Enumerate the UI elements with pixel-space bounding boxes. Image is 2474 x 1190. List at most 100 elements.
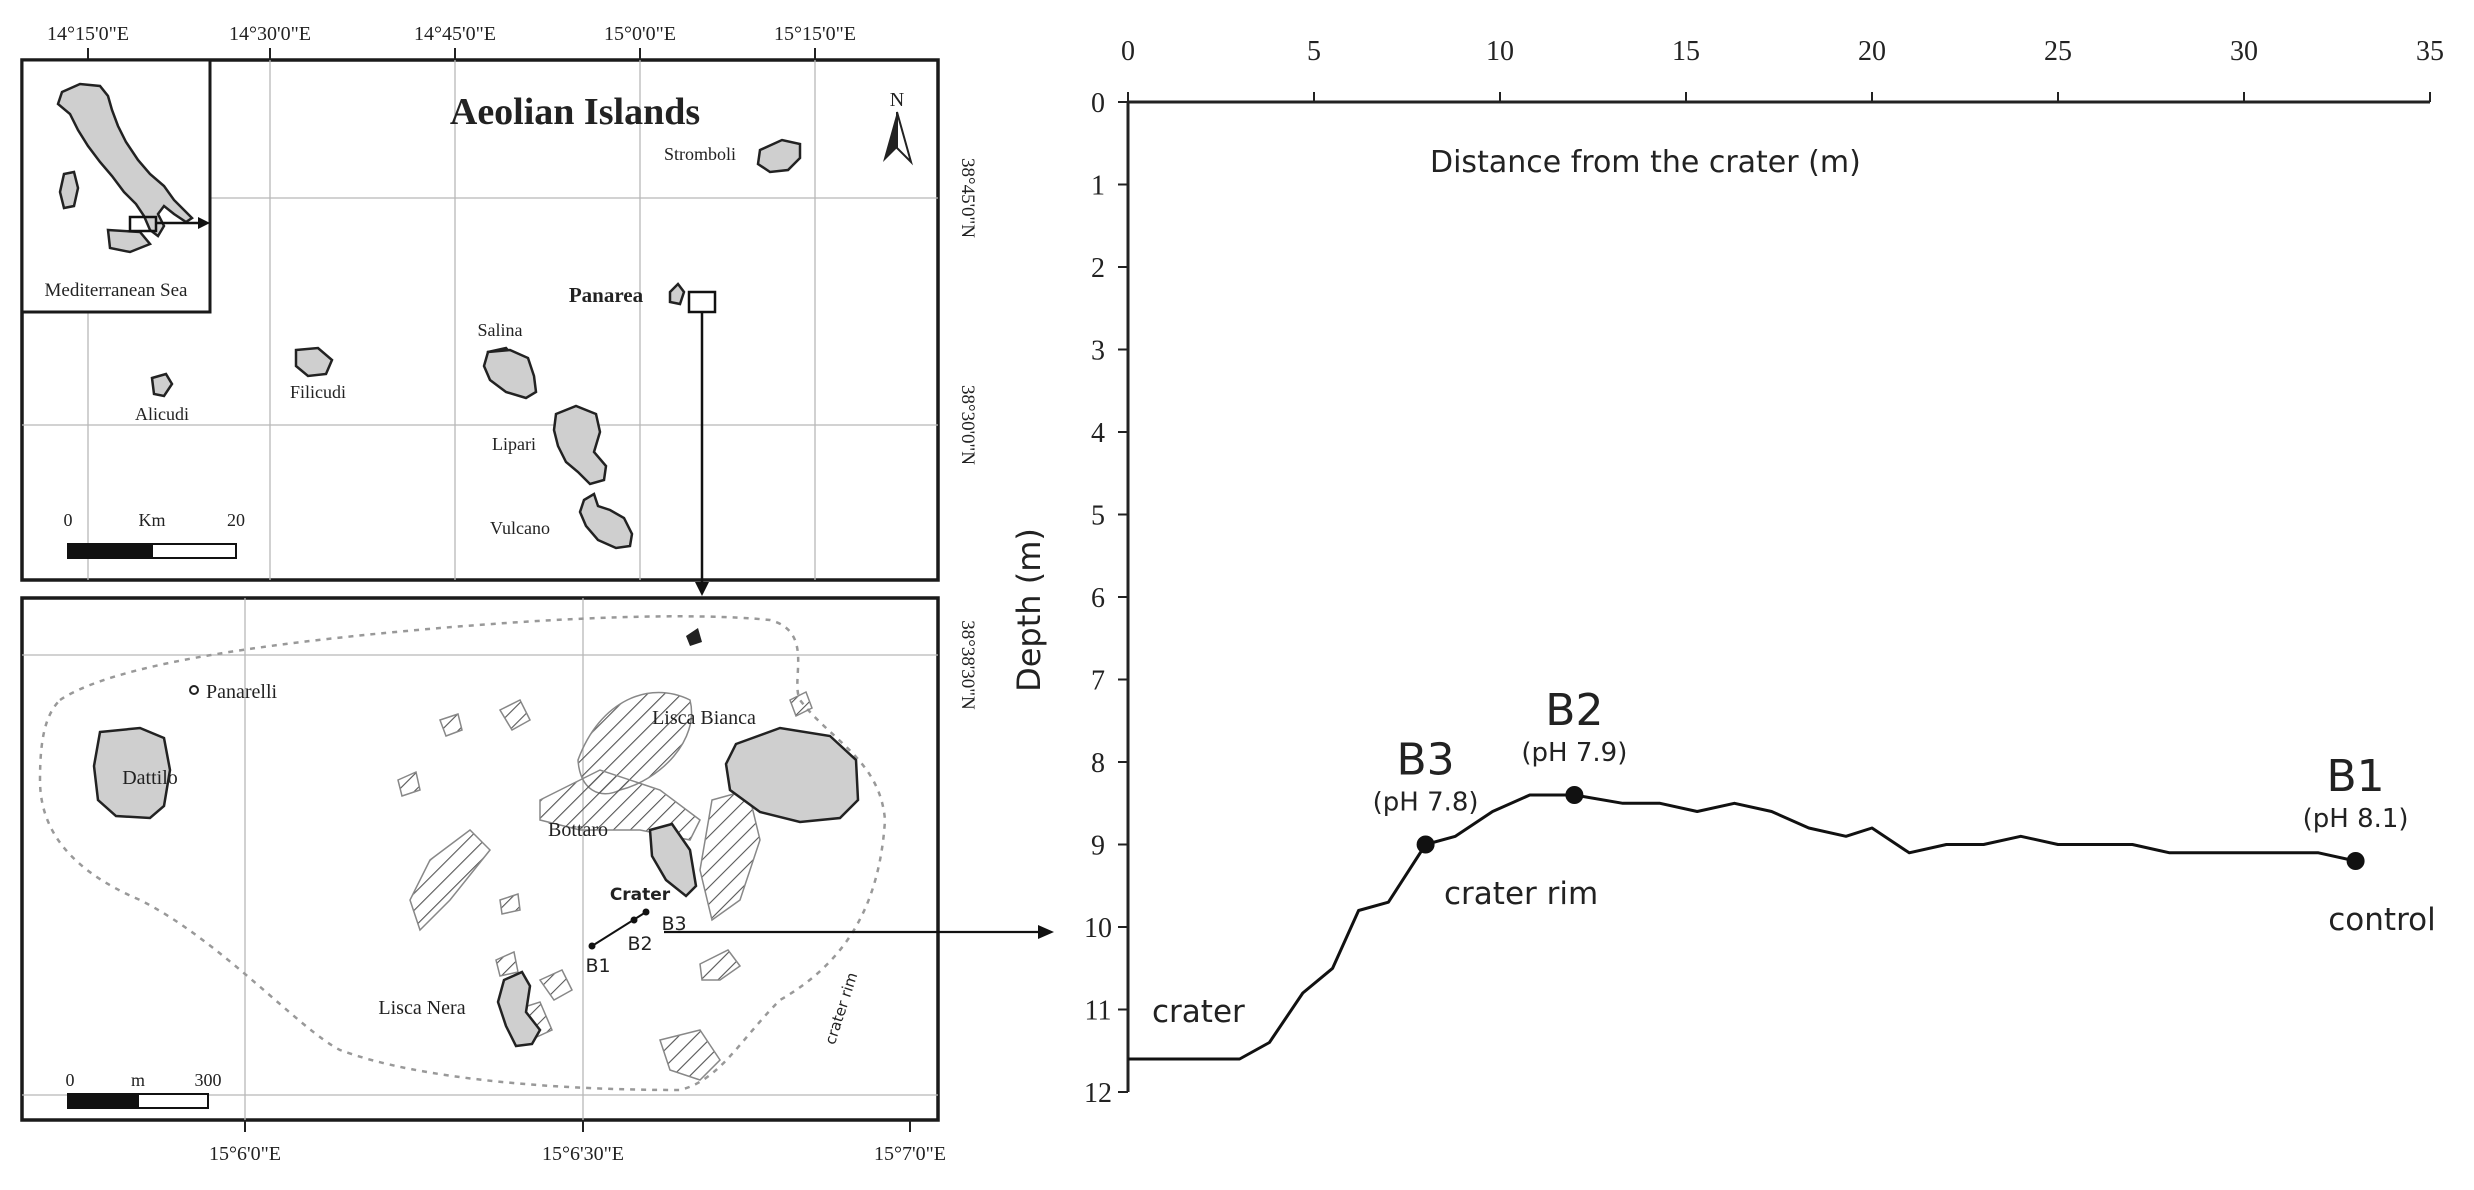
island-filicudi — [294, 346, 334, 378]
lon-label: 15°7'0"E — [874, 1143, 946, 1165]
y-tick-label: 0 — [1091, 88, 1105, 119]
lon-label: 14°30'0"E — [229, 23, 311, 45]
station-name-b2: B2 — [1545, 685, 1603, 736]
station-point-b3 — [1416, 835, 1435, 854]
shoal-area — [499, 892, 521, 915]
x-tick-label: 25 — [2044, 36, 2072, 67]
station-point-b2 — [1565, 786, 1584, 804]
scale-end: 20 — [227, 510, 245, 530]
map-title: Aeolian Islands — [450, 91, 700, 133]
x-axis-label: Distance from the crater (m) — [1430, 145, 1861, 180]
station-marker-b2 — [630, 916, 638, 924]
italy-inset-frame — [20, 58, 212, 314]
shoal-area — [699, 789, 761, 922]
station-label: B1 — [585, 955, 610, 977]
island-label: Panarea — [569, 283, 644, 307]
y-tick-label: 10 — [1084, 913, 1112, 944]
station-label: B2 — [627, 933, 652, 955]
x-tick-label: 30 — [2230, 36, 2258, 67]
island-lipari — [552, 404, 608, 486]
x-ticks: 0 5 10 15 20 25 30 35 — [1121, 36, 2444, 102]
scale-bar — [137, 1093, 209, 1109]
y-tick-label: 5 — [1091, 501, 1105, 532]
island-label: Alicudi — [135, 404, 189, 424]
place-label: Lisca Nera — [378, 997, 465, 1019]
annotation-crater-rim: crater rim — [1444, 876, 1598, 912]
depth-profile-line — [1128, 793, 2356, 1061]
lon-label: 15°6'0"E — [209, 1143, 281, 1165]
station-label: B3 — [661, 913, 686, 935]
island-label: Salina — [478, 320, 523, 340]
x-tick-label: 15 — [1672, 36, 1700, 67]
shoal-area — [409, 829, 492, 932]
scale-bar — [151, 543, 237, 559]
y-tick-label: 8 — [1091, 748, 1105, 779]
island-label: Lipari — [492, 434, 536, 454]
rim-label: crater rim — [821, 970, 861, 1047]
x-tick-label: 20 — [1858, 36, 1886, 67]
annotation-crater: crater — [1152, 994, 1245, 1030]
shoal-area — [789, 690, 813, 718]
island-label: Filicudi — [290, 382, 346, 402]
x-tick-label: 35 — [2416, 36, 2444, 67]
north-label: N — [890, 89, 904, 111]
station-marker-b3 — [642, 908, 650, 916]
island-stromboli — [756, 138, 802, 174]
north-arrow-icon — [883, 111, 913, 166]
station-ph-b2: (pH 7.9) — [1521, 738, 1627, 768]
lat-label: 38°30'0"N — [957, 385, 978, 465]
arrow-head-icon — [1038, 925, 1054, 939]
top-map-frame — [20, 58, 940, 582]
panarea-locator-box — [687, 290, 717, 314]
shoal-area — [538, 969, 573, 1001]
y-tick-label: 7 — [1091, 666, 1105, 697]
lat-label: 38°45'0"N — [957, 158, 978, 238]
x-tick-label: 10 — [1486, 36, 1514, 67]
arrow-head-icon — [198, 217, 210, 229]
scale-bar — [67, 543, 153, 559]
y-tick-label: 6 — [1091, 583, 1105, 614]
islet-lisca-bianca — [724, 726, 860, 824]
lon-label: 15°6'30"E — [542, 1143, 624, 1165]
place-label: Dattilo — [122, 767, 178, 789]
shoal-area — [498, 698, 531, 732]
transect-line — [591, 911, 647, 947]
station-marker-b1 — [588, 942, 596, 950]
sardinia — [58, 170, 80, 210]
y-tick-label: 9 — [1091, 831, 1105, 862]
panarea-detail-map: 15°6'0"E 15°6'30"E 15°7'0"E 38°38'30"N — [20, 596, 1054, 1165]
station-point-b1 — [2346, 852, 2365, 870]
aeolian-islands-map: 14°15'0"E 14°30'0"E 14°45'0"E 15°0'0"E 1… — [20, 23, 978, 596]
shoal-area — [699, 949, 742, 981]
x-tick-label: 0 — [1121, 36, 1135, 67]
islet-dattilo — [92, 726, 172, 820]
annotation-control: control — [2328, 902, 2435, 938]
scale-unit: Km — [139, 510, 166, 530]
scale-bar — [67, 1093, 139, 1109]
y-tick-label: 11 — [1085, 996, 1112, 1027]
island-label: Stromboli — [664, 144, 736, 164]
island-alicudi — [150, 372, 174, 398]
scale-start: 0 — [66, 1070, 75, 1090]
station-name-b1: B1 — [2327, 751, 2385, 802]
shoal-area — [439, 713, 463, 737]
stations: B3(pH 7.8)B2(pH 7.9)B1(pH 8.1) — [1373, 685, 2409, 870]
shoal-area — [397, 770, 421, 797]
island-label: Vulcano — [490, 518, 550, 538]
rock-marker — [686, 628, 702, 646]
islet-bottaro — [648, 822, 698, 898]
islet-lisca-nera — [496, 970, 542, 1048]
island-panarea — [668, 282, 686, 306]
inset-label: Mediterranean Sea — [45, 280, 189, 301]
station-ph-b3: (pH 7.8) — [1373, 788, 1479, 818]
y-tick-label: 2 — [1091, 253, 1105, 284]
station-ph-b1: (pH 8.1) — [2303, 804, 2409, 834]
scale-start: 0 — [64, 510, 73, 530]
bottom-map-frame — [20, 596, 940, 1122]
x-tick-label: 5 — [1307, 36, 1321, 67]
lon-label: 15°15'0"E — [774, 23, 856, 45]
place-label: Panarelli — [206, 681, 278, 703]
arrow-head-icon — [695, 582, 709, 596]
